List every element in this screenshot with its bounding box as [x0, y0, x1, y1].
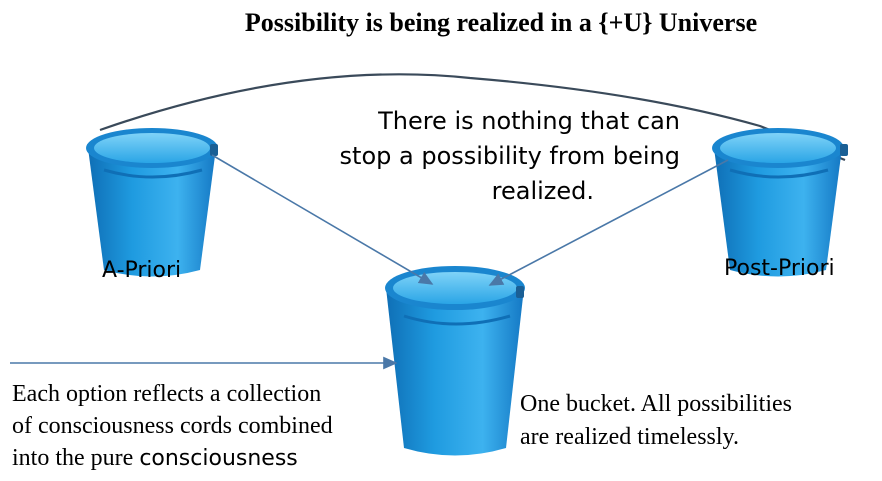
right-note-line-2: are realized timelessly. — [520, 424, 739, 450]
left-note-line-3-part-2: consciousness — [139, 446, 298, 471]
center-note-line-2: stop a possibility from being — [339, 142, 680, 170]
center-note-line-3: realized. — [491, 177, 594, 205]
post-priori-bucket — [712, 128, 848, 277]
left-note-line-2: of consciousness cords combined — [12, 413, 333, 439]
a-priori-label: A-Priori — [102, 258, 182, 283]
left-note-line-3-part-1: into the pure — [12, 445, 140, 471]
left-note-line-1: Each option reflects a collection — [12, 381, 322, 407]
arrow-post-priori-to-realized — [488, 159, 729, 286]
realized-bucket — [385, 266, 525, 456]
a-priori-bucket — [86, 128, 218, 277]
center-note-line-1: There is nothing that can — [378, 107, 680, 135]
diagram-title: Possibility is being realized in a {+U} … — [244, 8, 758, 37]
bucket-handle-wire — [99, 73, 846, 162]
left-note-line-3: into the pure consciousness — [12, 442, 392, 475]
right-note: One bucket. All possibilities are realiz… — [520, 388, 882, 454]
left-note: Each option reflects a collection of con… — [12, 378, 392, 475]
center-note: There is nothing that can stop a possibi… — [300, 104, 680, 209]
right-note-line-1: One bucket. All possibilities — [520, 391, 792, 417]
post-priori-label: Post-Priori — [724, 256, 835, 281]
arrow-a-priori-to-realized — [211, 154, 434, 285]
